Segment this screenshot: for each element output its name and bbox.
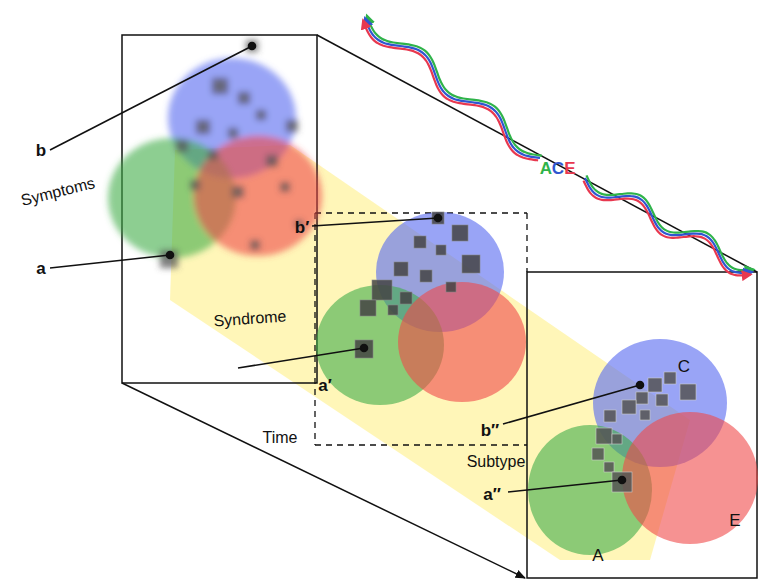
- symptom-square: [664, 372, 676, 384]
- symptom-square: [612, 472, 632, 492]
- callout-letter: a″: [483, 486, 501, 503]
- symptoms-venn: [108, 40, 322, 268]
- symptom-square: [680, 384, 696, 400]
- callout-letter: b: [36, 142, 46, 159]
- symptom-square: [604, 462, 614, 472]
- symptom-square: [212, 78, 228, 94]
- symptom-square: [388, 305, 398, 315]
- callout-letter: a: [36, 260, 45, 277]
- symptom-square: [596, 428, 612, 444]
- symptom-square: [286, 120, 298, 132]
- symptom-square: [266, 155, 278, 167]
- circle-letter: A: [592, 547, 603, 564]
- ace-waves: [363, 16, 753, 276]
- symptom-square: [250, 240, 260, 250]
- plane-label: Subtype: [467, 454, 526, 470]
- symptom-square: [176, 140, 188, 152]
- symptom-square: [656, 394, 668, 406]
- symptom-square: [228, 128, 238, 138]
- symptom-square: [432, 212, 444, 224]
- symptom-square: [636, 392, 648, 404]
- syndrome-plane: [315, 213, 527, 445]
- symptom-square: [452, 225, 468, 241]
- symptom-square: [280, 182, 290, 192]
- plane-label: Symptoms: [19, 175, 96, 209]
- axis-label: Time: [263, 430, 298, 446]
- symptom-square: [622, 400, 636, 414]
- wave-line: [365, 18, 540, 158]
- symptom-square: [232, 186, 244, 198]
- callout-letter: b′: [295, 219, 309, 236]
- symptom-square: [462, 255, 480, 273]
- factor-letter: E: [564, 160, 575, 177]
- symptom-square: [160, 250, 178, 268]
- factor-letter: C: [552, 160, 564, 177]
- callout-letter: b″: [481, 422, 500, 439]
- symptom-square: [414, 236, 426, 248]
- symptom-square: [640, 410, 650, 420]
- symptom-square: [256, 110, 266, 120]
- symptom-square: [394, 262, 408, 276]
- time-box: [122, 35, 757, 578]
- circle-letter: E: [729, 512, 740, 529]
- wave-line: [586, 175, 753, 270]
- symptom-square: [360, 300, 376, 316]
- wave-line: [585, 178, 752, 273]
- symptom-square: [196, 120, 210, 134]
- symptom-square: [372, 280, 392, 300]
- factor-letter: A: [540, 160, 552, 177]
- symptom-square: [612, 434, 622, 444]
- callout-letter: a′: [318, 377, 332, 394]
- subtype-venn: [528, 339, 758, 555]
- symptom-square: [592, 448, 604, 460]
- symptom-square: [208, 150, 218, 160]
- symptom-square: [436, 245, 446, 255]
- syndrome-venn: [316, 212, 526, 405]
- symptom-square: [648, 378, 662, 392]
- symptom-square: [238, 92, 250, 104]
- symptom-square: [420, 270, 432, 282]
- wave-line: [363, 20, 538, 160]
- symptom-square: [604, 410, 616, 422]
- wave-line: [584, 181, 751, 276]
- symptom-square: [190, 180, 200, 190]
- circle-letter: C: [678, 358, 690, 375]
- symptom-square: [400, 292, 412, 304]
- leader-lines: [50, 43, 644, 493]
- symptom-square: [246, 40, 258, 52]
- wave-line: [367, 16, 542, 156]
- symptom-square: [446, 282, 456, 292]
